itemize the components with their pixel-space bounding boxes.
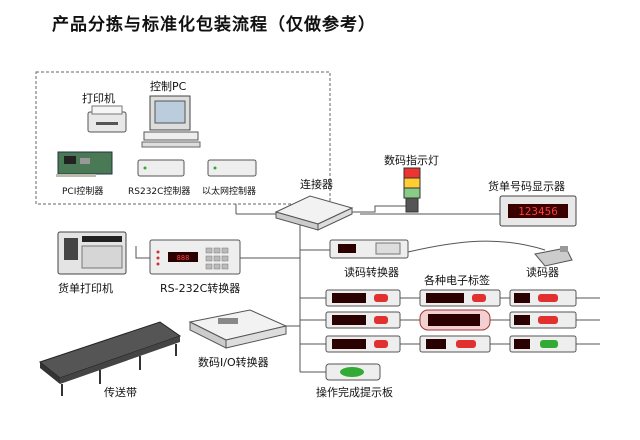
label-printer: 打印机 [82, 92, 115, 105]
label-rs232c-converter: RS-232C转换器 [160, 282, 241, 295]
electronic-tags-group [325, 289, 577, 353]
barcode-reader-device [534, 246, 573, 267]
label-invoice-printer: 货单打印机 [58, 282, 113, 295]
page-title: 产品分拣与标准化包装流程（仅做参考） [52, 15, 376, 35]
label-electronic-tags: 各种电子标签 [424, 274, 490, 287]
rs232c-converter-device: 888 [149, 239, 241, 275]
label-io-converter: 数码I/O转换器 [198, 356, 269, 369]
label-completion-board: 操作完成提示板 [316, 386, 393, 399]
tag-row-1 [325, 289, 577, 307]
svg-text:888: 888 [177, 254, 190, 262]
tag-row-3 [325, 335, 577, 353]
completion-board-device [325, 363, 381, 381]
invoice-display-value: 123456 [518, 205, 558, 218]
label-control-pc: 控制PC [150, 80, 187, 93]
label-conveyor: 传送带 [104, 386, 137, 399]
reader-converter-device [329, 239, 409, 259]
pc-group-box [35, 71, 331, 205]
io-converter-device [188, 309, 288, 349]
rs232c-controller-device [137, 159, 185, 177]
pci-card-device [56, 151, 113, 177]
label-ethernet-controller: 以太网控制器 [202, 187, 257, 197]
tag-row-2 [325, 309, 577, 331]
label-reader-converter: 读码转换器 [344, 266, 399, 279]
ethernet-controller-device [207, 159, 257, 177]
label-pci-controller: PCI控制器 [62, 187, 104, 197]
conveyor-device [38, 321, 182, 396]
control-pc-device [141, 95, 201, 148]
label-connector: 连接器 [300, 178, 333, 191]
label-rs232c-controller: RS232C控制器 [128, 187, 191, 197]
label-indicator-light: 数码指示灯 [384, 154, 439, 167]
label-barcode-reader: 读码器 [526, 266, 559, 279]
connection-lines [135, 204, 600, 373]
invoice-printer-device [57, 231, 127, 275]
printer-device [87, 105, 127, 133]
connector-device [274, 195, 354, 231]
label-invoice-display: 货单号码显示器 [488, 180, 565, 193]
indicator-light-device [403, 167, 421, 213]
invoice-display-device: 123456 [499, 195, 577, 227]
